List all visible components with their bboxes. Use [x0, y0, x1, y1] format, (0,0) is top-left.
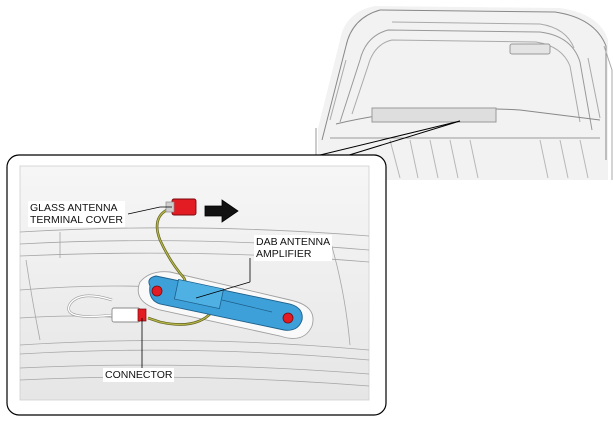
label-glass-antenna-terminal-cover: GLASS ANTENNA TERMINAL COVER [28, 201, 125, 227]
label-line-2: TERMINAL COVER [30, 214, 123, 226]
mounting-bolt-left [151, 285, 163, 297]
label-text: CONNECTOR [105, 369, 173, 381]
label-line-1: GLASS ANTENNA [30, 202, 118, 214]
callout-pointer [315, 120, 461, 157]
dab-antenna-amplifier [148, 275, 303, 331]
label-dab-antenna-amplifier: DAB ANTENNA AMPLIFIER [254, 235, 333, 261]
mounting-bolt-right [282, 312, 294, 324]
label-connector: CONNECTOR [103, 368, 175, 382]
direction-arrow-icon [204, 199, 239, 223]
liftgate-illustration [315, 6, 613, 182]
label-line-1: DAB ANTENNA [256, 236, 331, 248]
label-leaders [127, 206, 251, 368]
label-line-2: AMPLIFIER [256, 248, 312, 260]
connector-part [111, 307, 147, 323]
